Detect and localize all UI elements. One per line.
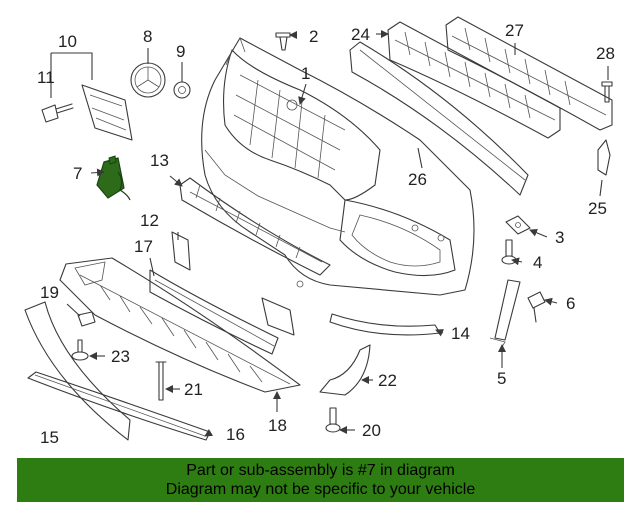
- leader-lines: [50, 30, 609, 437]
- callout-7: 7: [73, 164, 82, 183]
- lower-spoiler: [24, 301, 211, 441]
- impact-absorber-27: [445, 16, 613, 131]
- callout-3: 3: [555, 228, 564, 247]
- bracket-25: [597, 139, 611, 176]
- bolt-11: [41, 103, 74, 123]
- callout-12: 12: [140, 211, 159, 230]
- bracket-5: [489, 279, 521, 351]
- bolt-6: [527, 291, 546, 323]
- grommet-9: [173, 81, 191, 99]
- bolt-23: [71, 339, 89, 361]
- info-banner: Part or sub-assembly is #7 in diagram Di…: [17, 458, 624, 502]
- callout-1: 1: [301, 64, 310, 83]
- callout-9: 9: [176, 42, 185, 61]
- callout-5: 5: [497, 369, 506, 388]
- clip-19: [77, 311, 96, 327]
- clip-3: [505, 215, 531, 235]
- bolt-20: [325, 407, 341, 433]
- callout-21: 21: [184, 380, 203, 399]
- banner-line-1: Part or sub-assembly is #7 in diagram: [186, 462, 455, 479]
- callout-13: 13: [150, 151, 169, 170]
- callout-22: 22: [378, 371, 397, 390]
- callout-20: 20: [362, 421, 381, 440]
- banner-line-2: Diagram may not be specific to your vehi…: [165, 481, 476, 498]
- callout-24: 24: [351, 25, 370, 44]
- callout-28: 28: [596, 44, 615, 63]
- callout-4: 4: [533, 253, 542, 272]
- bracket-12: [171, 231, 191, 271]
- callout-labels: 1 2 3 4 5 6 7 8 9 10 11 12 13 14 15 16 1…: [37, 21, 615, 447]
- callout-8: 8: [143, 27, 152, 46]
- trim-strip-14: [329, 313, 441, 336]
- underbody-shield-18: [59, 257, 301, 393]
- callout-2: 2: [309, 27, 318, 46]
- grille-strip-17: [149, 269, 295, 355]
- bolt-21: [155, 361, 167, 401]
- callout-19: 19: [40, 283, 59, 302]
- bumper-cover: [201, 37, 475, 296]
- callout-23: 23: [111, 347, 130, 366]
- impact-absorber-24: [387, 21, 561, 139]
- callout-6: 6: [566, 294, 575, 313]
- callout-11: 11: [37, 68, 55, 87]
- part-7-highlighted: [96, 155, 131, 201]
- callout-17: 17: [134, 237, 153, 256]
- callout-10: 10: [58, 32, 77, 51]
- exploded-parts-diagram: 1 2 3 4 5 6 7 8 9 10 11 12 13 14 15 16 1…: [24, 16, 615, 447]
- bracket-22: [319, 344, 371, 396]
- reinforcement-bar-26: [349, 41, 529, 196]
- grille-strip-13: [179, 177, 331, 276]
- callout-15: 15: [40, 428, 59, 447]
- clip-2: [275, 32, 291, 51]
- callout-18: 18: [268, 416, 287, 435]
- bolt-28: [601, 81, 613, 103]
- emblem-star: [130, 62, 166, 98]
- license-bracket: [81, 84, 133, 141]
- callout-26: 26: [408, 170, 427, 189]
- callout-16: 16: [226, 425, 245, 444]
- callout-14: 14: [451, 324, 470, 343]
- callout-27: 27: [505, 21, 524, 40]
- callout-25: 25: [588, 199, 607, 218]
